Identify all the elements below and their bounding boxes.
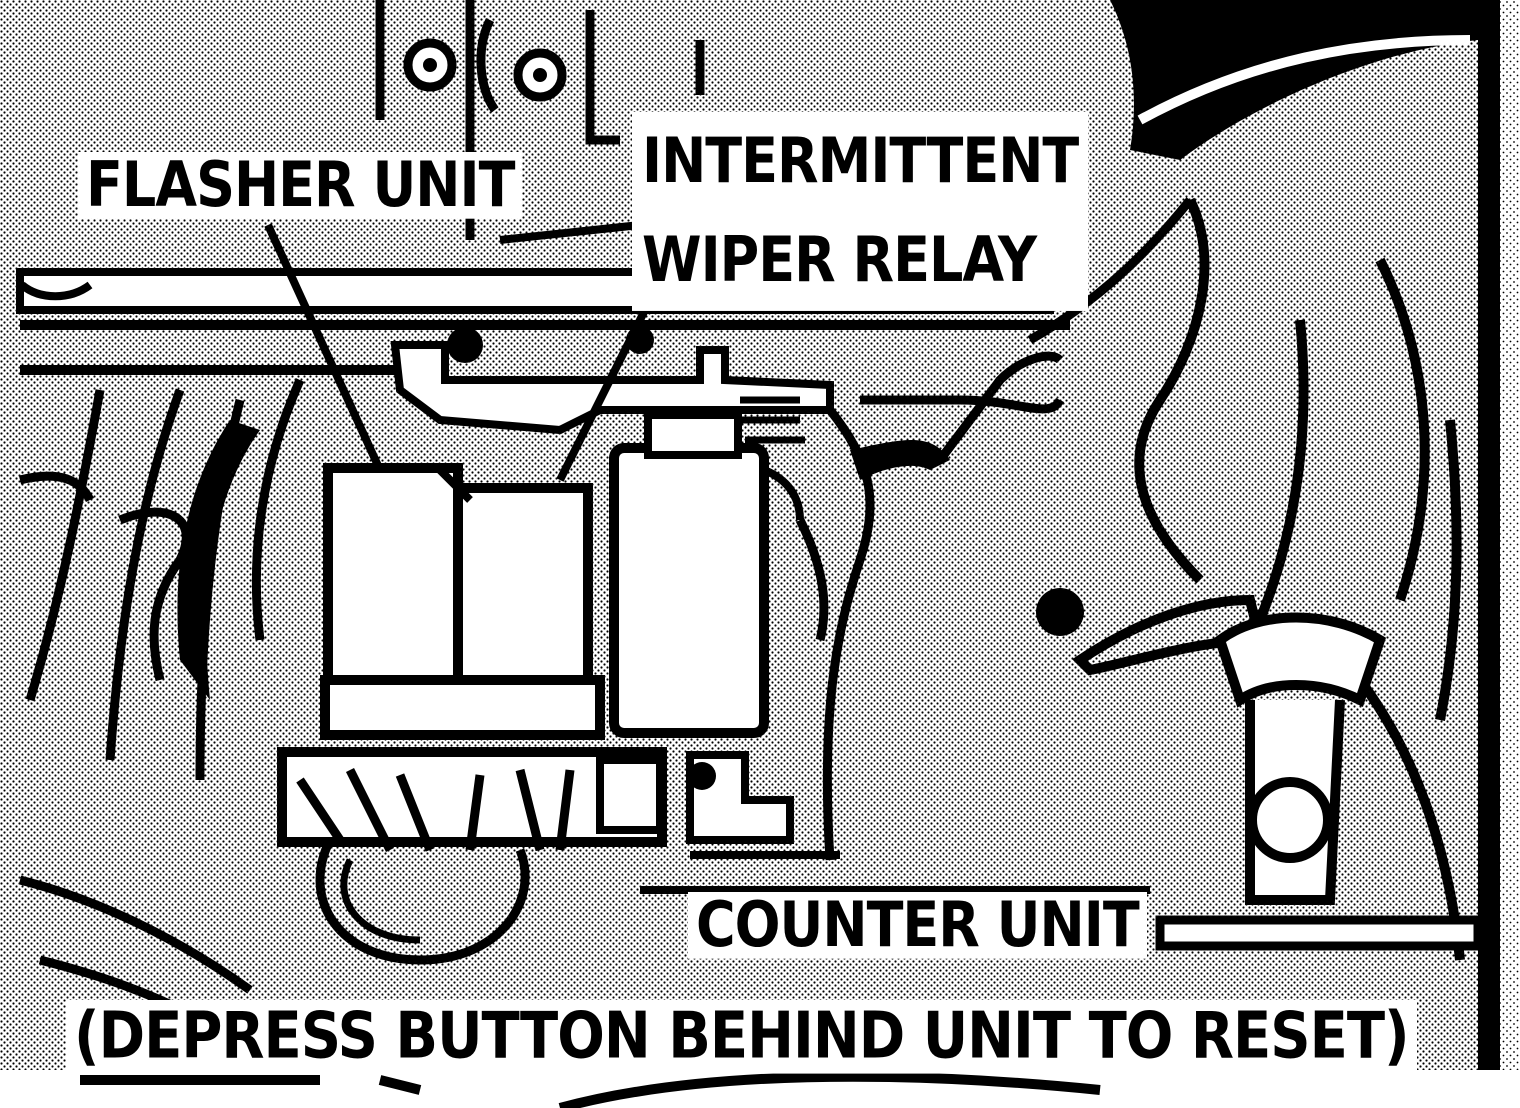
bottom-rail xyxy=(1155,915,1483,951)
flasher-unit-housing xyxy=(320,463,605,740)
wiper-relay-housing xyxy=(609,396,805,738)
rivet xyxy=(447,327,483,363)
relay-bracket xyxy=(390,341,834,435)
steering-column-boot xyxy=(1214,612,1387,905)
flasher-leader-line xyxy=(264,223,384,472)
top-bolt-right xyxy=(513,48,567,102)
counter-unit-label: COUNTER UNIT xyxy=(688,892,1147,959)
flasher-unit-label: FLASHER UNIT xyxy=(78,152,523,219)
intermittent-wiper-relay-label: INTERMITTENT WIPER RELAY xyxy=(632,112,1089,311)
connector-block xyxy=(277,747,667,965)
relay-leader-line-upper xyxy=(499,221,641,244)
intermittent-wiper-relay-label-line2: WIPER RELAY xyxy=(642,223,1037,297)
intermittent-wiper-relay-label-line1: INTERMITTENT xyxy=(642,124,1079,198)
bolt-hole xyxy=(1036,588,1084,636)
reset-instruction-label: (DEPRESS BUTTON BEHIND UNIT TO RESET) xyxy=(66,1000,1417,1074)
counter-unit-bracket xyxy=(686,751,840,859)
top-bolt-left xyxy=(403,38,457,92)
